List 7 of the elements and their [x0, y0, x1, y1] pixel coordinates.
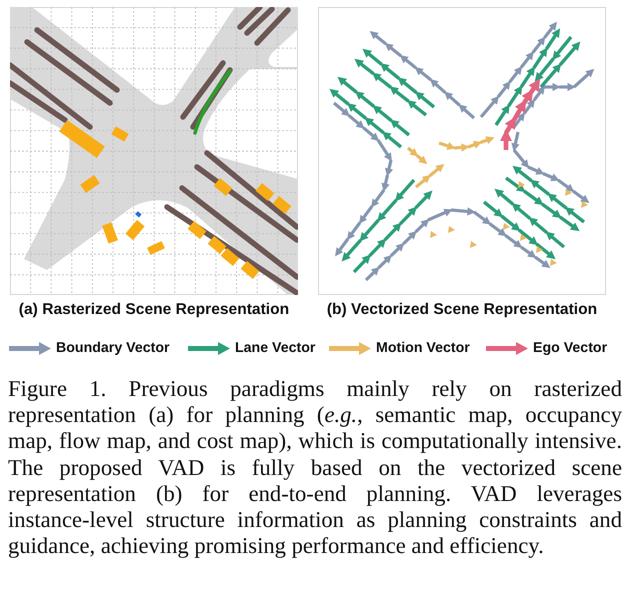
- figure-caption: Figure 1. Previous paradigms mainly rely on rasterized representation (a) for planning (e.g., semantic map, occupancy map, flow map, and cost map), which is computationally intensive. The proposed VAD is fully based on the vectorized scene representation (b) for end-to-end planning. VAD leverages instance-level structure information as planning constraints and guidance, achieving promising performance and efficiency.: [8, 376, 622, 560]
- subfigure-label: (a) Rasterized Scene Representation: [18, 301, 290, 318]
- legend-label: Lane Vector: [235, 340, 316, 356]
- subfigure-label: (b) Vectorized Scene Representation: [326, 301, 598, 318]
- legend-label: Ego Vector: [533, 340, 608, 356]
- legend-label: Motion Vector: [376, 340, 470, 356]
- legend-label: Boundary Vector: [56, 340, 170, 356]
